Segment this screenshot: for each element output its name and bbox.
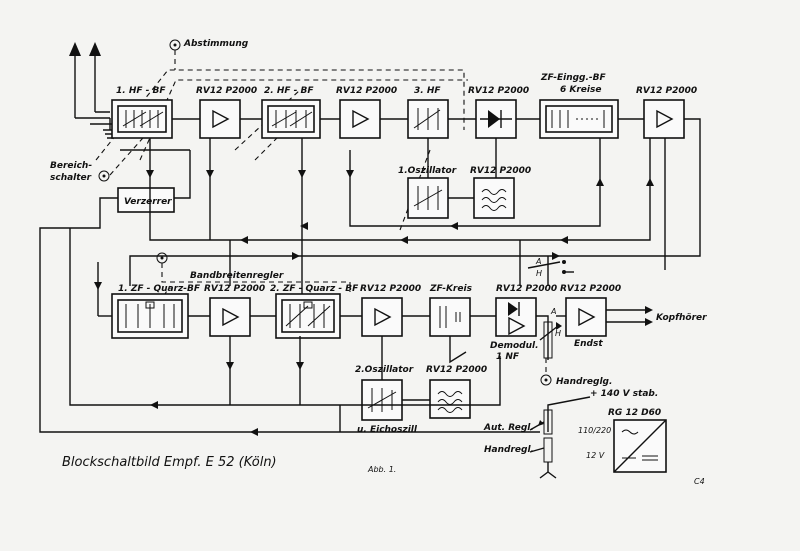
volume-potentiometer (539, 321, 562, 359)
nf1-label: 1 NF (496, 352, 520, 362)
block-oscillator-1 (407, 177, 449, 219)
a-mid-label: A (550, 307, 556, 316)
rg-label: RG 12 D60 (608, 408, 661, 418)
hf2-label: 2. HF - BF (264, 86, 314, 96)
rv-osc1-label: RV12 P2000 (470, 166, 531, 176)
corner-mark: C4 (694, 477, 705, 486)
hand-regulation-knob-icon[interactable] (540, 374, 552, 386)
rv7-label: RV12 P2000 (496, 284, 557, 294)
hf1-label: 1. HF - BF (116, 86, 166, 96)
output-stage-block (565, 297, 607, 337)
zfkreis-label: ZF-Kreis (429, 284, 473, 294)
amplifier-block-2 (339, 99, 381, 139)
bus-arrows (146, 170, 654, 260)
block-zf-kreis (429, 297, 471, 337)
rv2-label: RV12 P2000 (336, 86, 397, 96)
rv6-label: RV12 P2000 (360, 284, 421, 294)
block-zf-quarz-1 (111, 293, 189, 339)
block-verzerrer (117, 187, 175, 213)
stab-label: + 140 V stab. (590, 389, 658, 399)
bandbreiten-label: Bandbreitenregler (190, 271, 284, 281)
demodulator-block (495, 297, 537, 337)
oszillator2-label: 2.Oszillator (355, 365, 414, 375)
zf2-label: 2. ZF - Quarz - BF (270, 284, 359, 294)
bandwidth-knob-icon[interactable] (156, 252, 168, 264)
mixer-block (475, 99, 517, 139)
v12-label: 12 V (586, 451, 605, 460)
block-zf-quarz-2 (275, 293, 341, 339)
handregig-label: Handreglg. (556, 377, 612, 387)
handregl-label: Handregl. (484, 445, 534, 455)
rv5-label: RV12 P2000 (204, 284, 265, 294)
schalter-label: schalter (50, 173, 92, 183)
rv8-label: RV12 P2000 (560, 284, 621, 294)
antenna-icon (69, 42, 117, 139)
block-hf-3 (407, 99, 449, 139)
eichoszill-label: u. Eichoszill (357, 425, 418, 435)
kopfhoerer-label: Kopfhörer (656, 313, 707, 323)
a-top-label: A (535, 257, 541, 266)
tuning-knob-icon[interactable] (169, 39, 181, 51)
amplifier-block-6 (361, 297, 403, 337)
rv1-label: RV12 P2000 (196, 86, 257, 96)
rv4-label: RV12 P2000 (636, 86, 697, 96)
rv-osc2-label: RV12 P2000 (426, 365, 487, 375)
top-signal-path (129, 118, 701, 286)
regulation-bus-2 (69, 228, 501, 432)
ah-switch[interactable] (527, 260, 574, 274)
rv3-label: RV12 P2000 (468, 86, 529, 96)
zfeingbf-label: ZF-Eingg.-BF (540, 73, 607, 83)
kreise-label: 6 Kreise (560, 85, 601, 95)
amplifier-block-5 (209, 297, 251, 337)
zf1-label: 1. ZF - Quarz-BF (118, 284, 201, 294)
verzerrer-label: Verzerrer (124, 197, 172, 207)
amplifier-block-4 (643, 99, 685, 139)
oscillator-1-tube (473, 177, 515, 219)
power-supply-block (613, 419, 667, 473)
v110-label: 110/220 (578, 426, 611, 435)
block-oscillator-2 (361, 379, 403, 421)
hf3-label: 3. HF (414, 86, 441, 96)
block-hf-bf-1 (111, 99, 173, 139)
oscillator-2-tube (429, 379, 471, 419)
bereich-label: Bereich- (50, 161, 92, 171)
demodul-label: Demodul. (490, 341, 539, 351)
bus-arrows-2 (94, 282, 304, 436)
regulation-potentiometers (529, 396, 591, 479)
block-zf-eingg-bf (539, 99, 619, 139)
h-top-label: H (536, 269, 542, 278)
range-switch-icon[interactable] (98, 170, 110, 182)
amplifier-block-1 (199, 99, 241, 139)
block-hf-bf-2 (261, 99, 321, 139)
autregl-label: Aut. Regl. (483, 423, 534, 433)
figure-number: Abb. 1. (367, 465, 396, 474)
h-mid-label: H (555, 329, 561, 338)
endst-label: Endst (574, 339, 603, 349)
diagram-caption: Blockschaltbild Empf. E 52 (Köln) (62, 455, 277, 470)
abstimmung-label: Abstimmung (183, 39, 249, 49)
